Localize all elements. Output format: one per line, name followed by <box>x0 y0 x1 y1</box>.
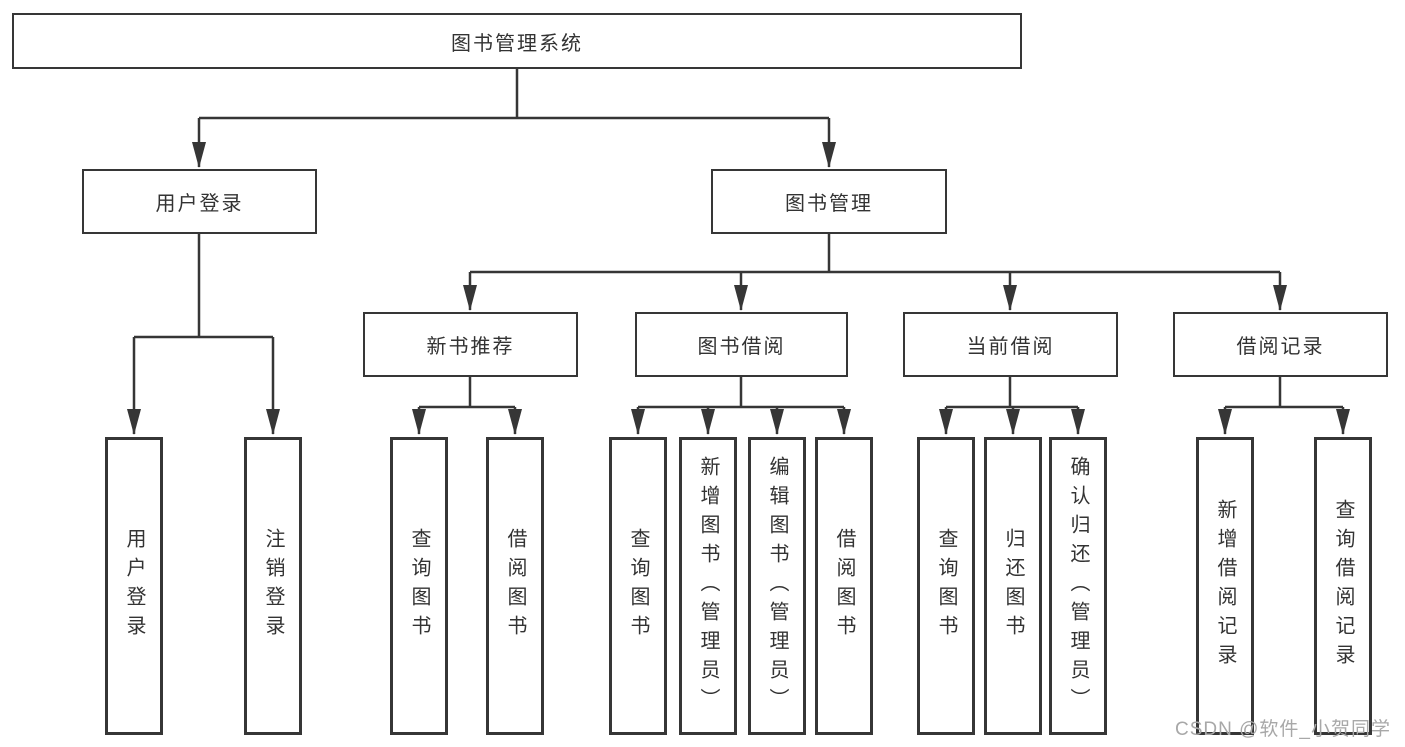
leaf-node-label: 新增图书（管理员） <box>697 455 719 717</box>
leaf-node-borrow-books: 借阅图书 <box>815 437 873 735</box>
leaf-node-user-login: 用户登录 <box>105 437 163 735</box>
branch-node-label: 图书管理 <box>785 193 873 215</box>
leaf-node-query-books: 查询图书 <box>609 437 667 735</box>
leaf-node-add-borrow-record: 新增借阅记录 <box>1196 437 1254 735</box>
leaf-node-label: 注销登录 <box>262 528 284 644</box>
section-node-label: 新书推荐 <box>426 336 515 358</box>
leaf-node-label: 用户登录 <box>123 528 145 644</box>
section-node-new-book-recommend: 新书推荐 <box>363 312 578 377</box>
leaf-node-query-books: 查询图书 <box>390 437 448 735</box>
leaf-node-label: 查询图书 <box>627 528 649 644</box>
leaf-node-label: 查询图书 <box>935 528 957 644</box>
leaf-node-label: 借阅图书 <box>504 528 526 644</box>
branch-node-label: 用户登录 <box>155 193 244 215</box>
section-node-label: 当前借阅 <box>966 336 1055 358</box>
csdn-watermark: CSDN @软件_小贺同学 <box>1175 719 1391 740</box>
leaf-node-edit-books-admin: 编辑图书（管理员） <box>748 437 806 735</box>
section-node-label: 借阅记录 <box>1236 336 1325 358</box>
leaf-node-label: 编辑图书（管理员） <box>766 455 788 717</box>
section-node-book-borrow: 图书借阅 <box>635 312 848 377</box>
leaf-node-borrow-books: 借阅图书 <box>486 437 544 735</box>
leaf-node-add-books-admin: 新增图书（管理员） <box>679 437 737 735</box>
leaf-node-label: 新增借阅记录 <box>1214 499 1236 673</box>
leaf-node-label: 借阅图书 <box>833 528 855 644</box>
section-node-borrow-records: 借阅记录 <box>1173 312 1388 377</box>
section-node-label: 图书借阅 <box>697 336 786 358</box>
leaf-node-label: 查询借阅记录 <box>1332 499 1354 673</box>
leaf-node-label: 确认归还（管理员） <box>1067 455 1089 717</box>
leaf-node-label: 查询图书 <box>408 528 430 644</box>
leaf-node-logout: 注销登录 <box>244 437 302 735</box>
branch-node-user-login: 用户登录 <box>82 169 317 234</box>
leaf-node-label: 归还图书 <box>1002 528 1024 644</box>
leaf-node-query-books: 查询图书 <box>917 437 975 735</box>
root-node-label: 图书管理系统 <box>451 32 583 55</box>
leaf-node-confirm-return-admin: 确认归还（管理员） <box>1049 437 1107 735</box>
leaf-node-return-books: 归还图书 <box>984 437 1042 735</box>
section-node-current-borrow: 当前借阅 <box>903 312 1118 377</box>
branch-node-book-management: 图书管理 <box>711 169 947 234</box>
root-node-library-system: 图书管理系统 <box>12 13 1022 69</box>
leaf-node-query-borrow-record: 查询借阅记录 <box>1314 437 1372 735</box>
